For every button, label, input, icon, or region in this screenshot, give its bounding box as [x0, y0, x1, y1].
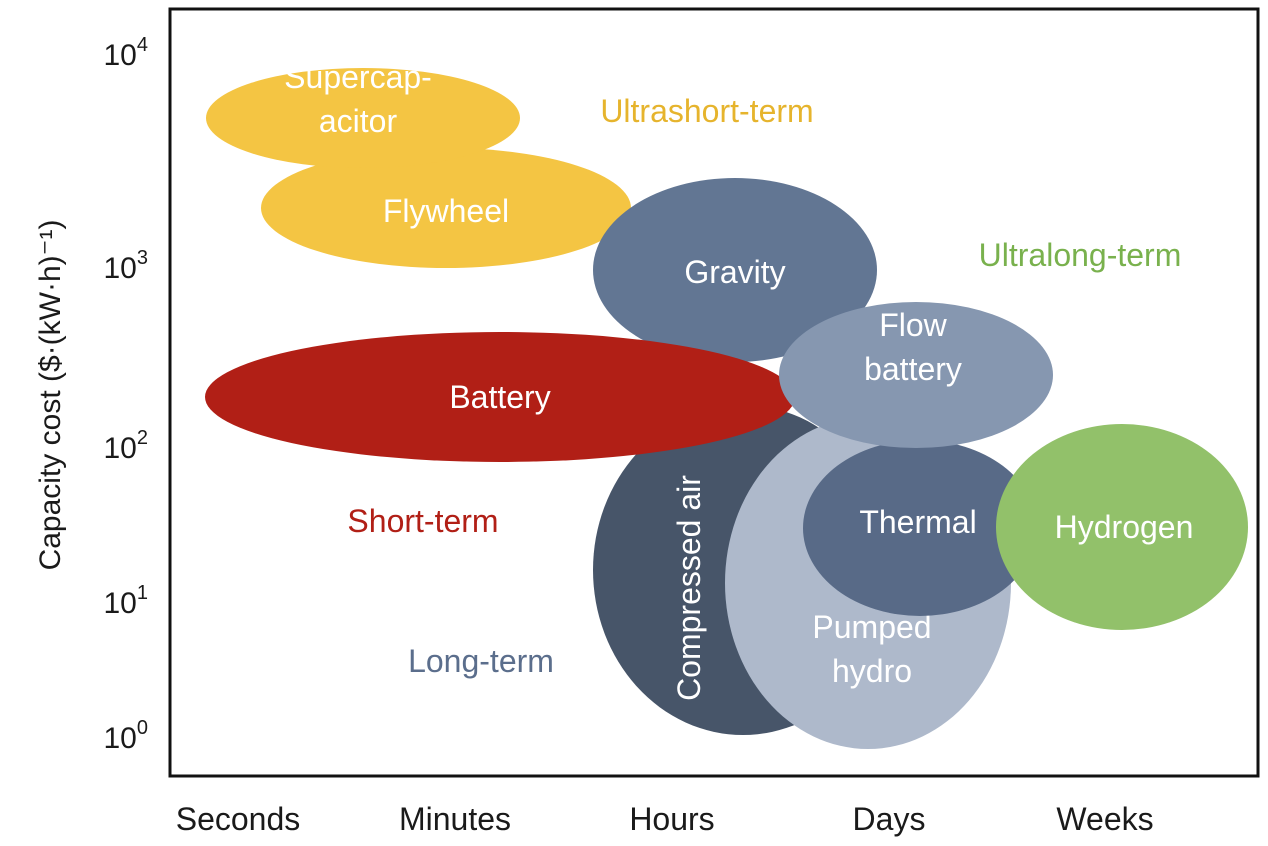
label-thermal: Thermal [859, 504, 976, 540]
ellipse-supercapacitor [206, 68, 520, 168]
label-supercapacitor: Supercap-acitor [284, 59, 432, 139]
label-compressed-air: Compressed air [671, 475, 707, 701]
label-flow-battery: Flow battery [864, 307, 962, 387]
label-line: acitor [319, 103, 398, 139]
y-tick-base: 10 [104, 722, 137, 755]
bubble-gravity: Gravity [593, 178, 877, 362]
y-tick-label: 100 [104, 717, 149, 755]
bubble-supercapacitor: Supercap-acitor [206, 59, 520, 168]
label-line: Flow [879, 307, 947, 343]
bubble-flywheel: Flywheel [261, 148, 631, 268]
x-tick-label-weeks: Weeks [1056, 801, 1153, 837]
label-line: Supercap- [284, 59, 432, 95]
region-label-short-term: Short-term [347, 503, 498, 539]
region-label-ultrashort-term: Ultrashort-term [600, 93, 813, 129]
ellipse-battery [205, 332, 795, 462]
x-tick-label-days: Days [853, 801, 926, 837]
y-tick-exponent: 2 [137, 427, 148, 449]
y-tick-base: 10 [104, 587, 137, 620]
x-tick-label-hours: Hours [629, 801, 714, 837]
x-tick-labels: Seconds Minutes Hours Days Weeks [176, 801, 1154, 837]
y-tick-base: 10 [104, 39, 137, 72]
region-label-ultralong-term: Ultralong-term [979, 237, 1182, 273]
ellipse-gravity [593, 178, 877, 362]
label-line: battery [864, 351, 962, 387]
bubble-hydrogen: Hydrogen [996, 424, 1248, 630]
ellipse-thermal [803, 440, 1037, 616]
label-gravity: Gravity [684, 254, 785, 290]
x-tick-label-seconds: Seconds [176, 801, 301, 837]
x-tick-label-minutes: Minutes [399, 801, 511, 837]
y-tick-label: 103 [104, 247, 149, 285]
label-line: Compressed air [671, 475, 707, 701]
bubble-thermal: Thermal [803, 440, 1037, 616]
y-tick-base: 10 [104, 252, 137, 285]
bubble-battery: Battery [205, 332, 795, 462]
y-axis-label: Capacity cost ($·(kW·h)⁻¹) [34, 220, 67, 571]
label-battery: Battery [449, 379, 550, 415]
ellipse-hydrogen [996, 424, 1248, 630]
label-line: Flywheel [383, 193, 509, 229]
ellipse-flow-battery [779, 302, 1053, 448]
y-tick-exponent: 4 [137, 34, 148, 56]
label-hydrogen: Hydrogen [1055, 509, 1194, 545]
region-label-long-term: Long-term [408, 643, 554, 679]
label-line: Hydrogen [1055, 509, 1194, 545]
y-tick-label: 104 [104, 34, 149, 72]
ellipse-flywheel [261, 148, 631, 268]
region-labels-layer: Ultrashort-termUltralong-termShort-termL… [347, 93, 1181, 679]
y-tick-exponent: 1 [137, 582, 148, 604]
label-line: hydro [832, 653, 912, 689]
y-tick-base: 10 [104, 432, 137, 465]
label-flywheel: Flywheel [383, 193, 509, 229]
y-tick-exponent: 3 [137, 247, 148, 269]
bubble-flow-battery: Flow battery [779, 302, 1053, 448]
plot-frame [168, 7, 1260, 778]
label-line: Gravity [684, 254, 785, 290]
y-tick-label: 101 [104, 582, 149, 620]
label-line: Thermal [859, 504, 976, 540]
y-tick-label: 102 [104, 427, 149, 465]
y-tick-exponent: 0 [137, 717, 148, 739]
label-line: Battery [449, 379, 550, 415]
